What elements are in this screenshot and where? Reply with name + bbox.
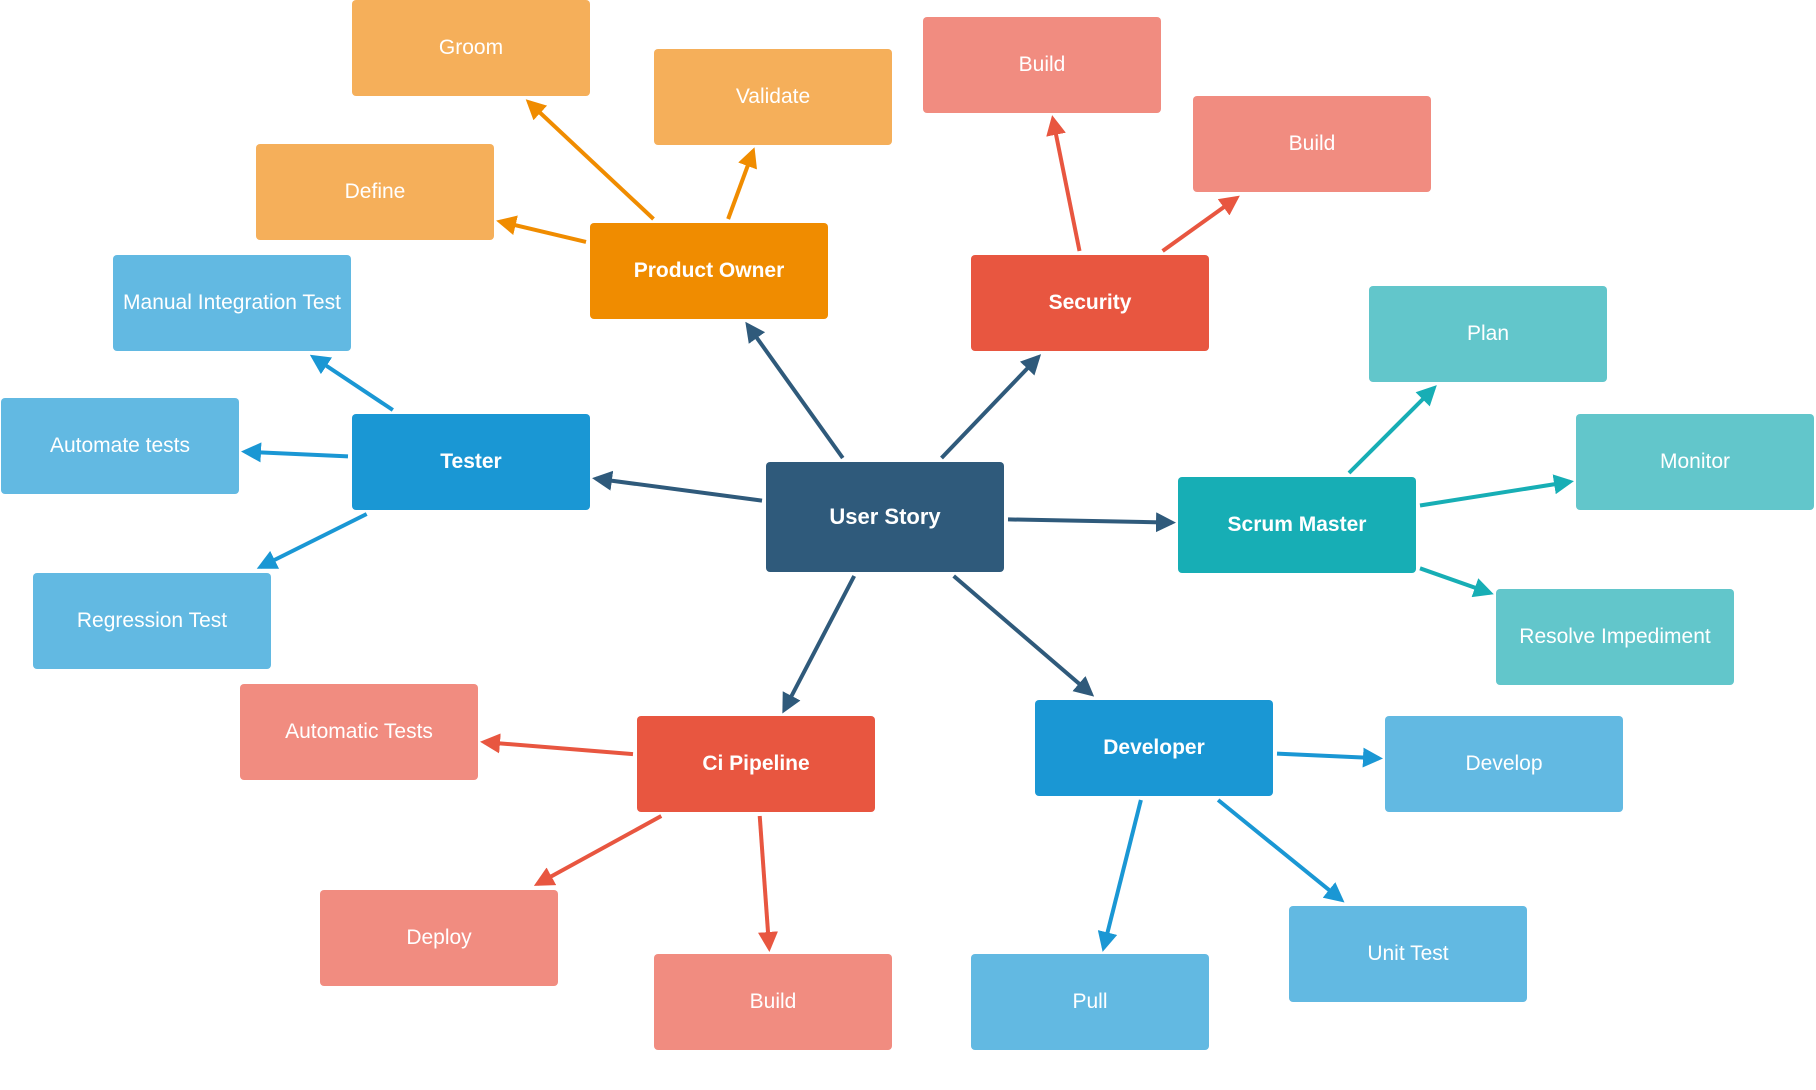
- node-tester-automate-tests[interactable]: Automate tests: [1, 398, 239, 494]
- node-label: Tester: [440, 450, 502, 474]
- node-label: Validate: [735, 85, 811, 109]
- node-sm-plan[interactable]: Plan: [1369, 286, 1607, 382]
- connector-arrow: [1419, 566, 1494, 598]
- connector-arrow: [1007, 512, 1176, 533]
- connector-arrow: [757, 815, 778, 952]
- node-tester-regression-test[interactable]: Regression Test: [33, 573, 271, 669]
- node-label: Developer: [1103, 736, 1205, 760]
- node-label: Product Owner: [633, 259, 785, 283]
- connector-arrow: [1347, 385, 1437, 475]
- node-security[interactable]: Security: [971, 255, 1209, 351]
- node-ci-deploy[interactable]: Deploy: [320, 890, 558, 986]
- node-label: User Story: [829, 503, 941, 529]
- node-po-validate[interactable]: Validate: [654, 49, 892, 145]
- node-sm-monitor[interactable]: Monitor: [1576, 414, 1814, 510]
- node-product-owner[interactable]: Product Owner: [590, 223, 828, 319]
- node-po-groom[interactable]: Groom: [352, 0, 590, 96]
- connector-arrow: [952, 574, 1095, 697]
- node-user-story[interactable]: User Story: [766, 462, 1004, 572]
- node-security-build-2[interactable]: Build: [1193, 96, 1431, 192]
- connector-arrow: [1097, 799, 1143, 952]
- connector-arrow: [1216, 798, 1345, 903]
- connector-arrow: [480, 733, 634, 757]
- node-tester-manual-integration-test[interactable]: Manual Integration Test: [113, 255, 351, 351]
- connector-arrow: [256, 512, 368, 569]
- node-sm-resolve-impediment[interactable]: Resolve Impediment: [1496, 589, 1734, 685]
- node-ci-build[interactable]: Build: [654, 954, 892, 1050]
- node-label: Regression Test: [76, 609, 228, 633]
- node-dev-unit-test[interactable]: Unit Test: [1289, 906, 1527, 1002]
- connector-arrow: [1276, 747, 1383, 768]
- connector-arrow: [309, 354, 394, 412]
- node-label: Monitor: [1659, 450, 1731, 474]
- connector-arrow: [782, 575, 856, 714]
- node-label: Define: [344, 180, 406, 204]
- node-dev-pull[interactable]: Pull: [971, 954, 1209, 1050]
- node-label: Scrum Master: [1227, 513, 1367, 537]
- connector-arrow: [525, 99, 655, 221]
- connector-arrow: [592, 470, 763, 503]
- node-label: Resolve Impediment: [1519, 625, 1711, 649]
- node-label: Automate tests: [49, 434, 191, 458]
- node-security-build-1[interactable]: Build: [923, 17, 1161, 113]
- node-label: Build: [749, 990, 797, 1014]
- connector-arrow: [940, 354, 1042, 460]
- node-dev-develop[interactable]: Develop: [1385, 716, 1623, 812]
- node-label: Deploy: [406, 926, 472, 950]
- connector-arrow: [1419, 474, 1574, 508]
- node-po-define[interactable]: Define: [256, 144, 494, 240]
- node-ci-pipeline[interactable]: Ci Pipeline: [637, 716, 875, 812]
- node-label: Manual Integration Test: [123, 291, 341, 315]
- node-label: Pull: [1072, 990, 1108, 1014]
- node-tester[interactable]: Tester: [352, 414, 590, 510]
- node-label: Develop: [1465, 752, 1543, 776]
- node-label: Security: [1048, 291, 1132, 315]
- node-label: Unit Test: [1367, 942, 1449, 966]
- connector-arrow: [1161, 195, 1240, 253]
- node-label: Groom: [438, 36, 504, 60]
- node-scrum-master[interactable]: Scrum Master: [1178, 477, 1416, 573]
- node-label: Automatic Tests: [285, 720, 433, 744]
- connector-arrow: [241, 442, 349, 463]
- connector-arrow: [1046, 115, 1082, 252]
- connector-arrow: [745, 321, 845, 460]
- connector-arrow: [496, 215, 587, 244]
- node-label: Build: [1018, 53, 1066, 77]
- connector-arrow: [533, 814, 663, 886]
- node-ci-automatic-tests[interactable]: Automatic Tests: [240, 684, 478, 780]
- node-label: Build: [1288, 132, 1336, 156]
- node-label: Ci Pipeline: [702, 752, 810, 776]
- node-label: Plan: [1466, 322, 1510, 346]
- connector-arrow: [726, 147, 757, 220]
- node-developer[interactable]: Developer: [1035, 700, 1273, 796]
